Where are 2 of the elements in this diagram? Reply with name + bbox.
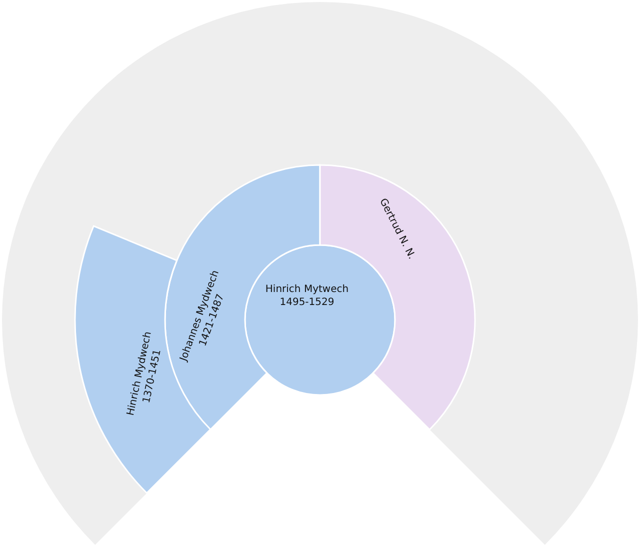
life-dates: 1495-1529 xyxy=(280,296,334,309)
person-name: Hinrich Mytwech xyxy=(265,283,349,296)
